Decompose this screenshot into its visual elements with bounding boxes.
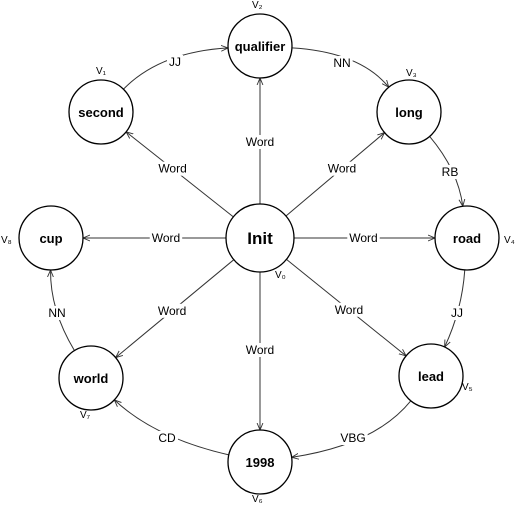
node-qualifier: qualifier V₂ xyxy=(227,0,293,79)
edge-v0-v1: Word xyxy=(126,132,234,218)
edge-label: CD xyxy=(158,431,176,445)
edge-label-background xyxy=(338,431,368,445)
edge-v0-v5: Word xyxy=(286,258,406,356)
edge-label: JJ xyxy=(169,55,181,69)
edge-arrow xyxy=(292,400,412,457)
edge-label-background xyxy=(156,161,189,176)
vertex-id-label: V₁ xyxy=(96,66,107,77)
edge-label: VBG xyxy=(340,431,365,445)
edge-label-background xyxy=(243,135,277,149)
edge-v0-v6: Word xyxy=(243,272,277,430)
edge-label-background xyxy=(46,306,68,320)
edge-label-background xyxy=(325,161,359,176)
edge-v0-v4: Word xyxy=(294,231,435,245)
edge-v6-v7: CD xyxy=(114,400,229,456)
node-label: 1998 xyxy=(246,455,275,470)
edge-v2-v3: NN xyxy=(291,47,389,87)
edge-label: Word xyxy=(152,231,180,245)
edge-label-background xyxy=(155,303,189,318)
vertex-id-label: V₆ xyxy=(252,494,263,505)
edge-label-background xyxy=(149,231,183,245)
edge-label-background xyxy=(243,343,277,357)
node-circle xyxy=(227,429,293,495)
node-label: long xyxy=(395,105,422,120)
node-label: Init xyxy=(247,229,273,248)
edge-label: Word xyxy=(328,162,356,176)
edge-label-background xyxy=(347,231,380,245)
node-label: cup xyxy=(39,231,62,246)
edge-label: Word xyxy=(246,135,274,149)
edge-v1-v2: JJ xyxy=(123,48,228,90)
edge-label-background xyxy=(439,165,461,179)
edge-label: Word xyxy=(158,304,186,318)
node-label: road xyxy=(453,231,481,246)
node-circle xyxy=(227,13,293,79)
edge-label-background xyxy=(156,431,178,445)
node-second: second V₁ xyxy=(68,66,134,145)
edge-label-background xyxy=(449,306,465,320)
node-cup: cup V₈ xyxy=(1,205,84,271)
vertex-id-label: V₀ xyxy=(275,270,286,281)
edge-v0-v3: Word xyxy=(285,133,385,217)
vertex-id-label: V₂ xyxy=(252,0,263,11)
node-circle xyxy=(68,79,134,145)
edge-label: NN xyxy=(333,56,350,70)
vertex-id-label: V₅ xyxy=(462,382,473,393)
edge-label-background xyxy=(332,302,366,317)
edge-label: NN xyxy=(48,306,65,320)
vertex-id-label: V₈ xyxy=(1,235,12,246)
edge-label: RB xyxy=(442,165,459,179)
edge-v4-v5: JJ xyxy=(445,269,466,347)
node-label: world xyxy=(73,371,109,386)
edge-label: Word xyxy=(158,162,186,176)
edge-v0-v7: Word xyxy=(116,259,235,358)
node-label: lead xyxy=(418,369,444,384)
vertex-id-label: V₃ xyxy=(406,68,417,79)
edge-v5-v6: VBG xyxy=(292,400,412,457)
node-road: road V₄ xyxy=(434,205,515,271)
edge-label: Word xyxy=(335,303,363,317)
edge-v0-v2: Word xyxy=(243,78,277,204)
node-circle xyxy=(434,205,500,271)
node-circle xyxy=(18,205,84,271)
node-circle xyxy=(398,343,464,409)
edge-label: Word xyxy=(349,231,377,245)
node-label: second xyxy=(78,105,124,120)
edge-v0-v8: Word xyxy=(83,231,226,245)
vertex-id-label: V₇ xyxy=(80,410,91,421)
edge-label-background xyxy=(331,56,353,70)
edge-v3-v4: RB xyxy=(429,136,463,206)
node-circle xyxy=(376,79,442,145)
node-circle xyxy=(225,203,295,273)
edge-label: Word xyxy=(246,343,274,357)
edge-v7-v8: NN xyxy=(46,270,75,351)
edge-label-background xyxy=(167,55,183,69)
node-circle xyxy=(58,345,124,411)
vertex-id-label: V₄ xyxy=(504,235,515,246)
edge-arrow xyxy=(114,400,229,456)
edge-label: JJ xyxy=(451,306,463,320)
node-label: qualifier xyxy=(235,39,286,54)
node-long: long V₃ xyxy=(376,68,442,145)
